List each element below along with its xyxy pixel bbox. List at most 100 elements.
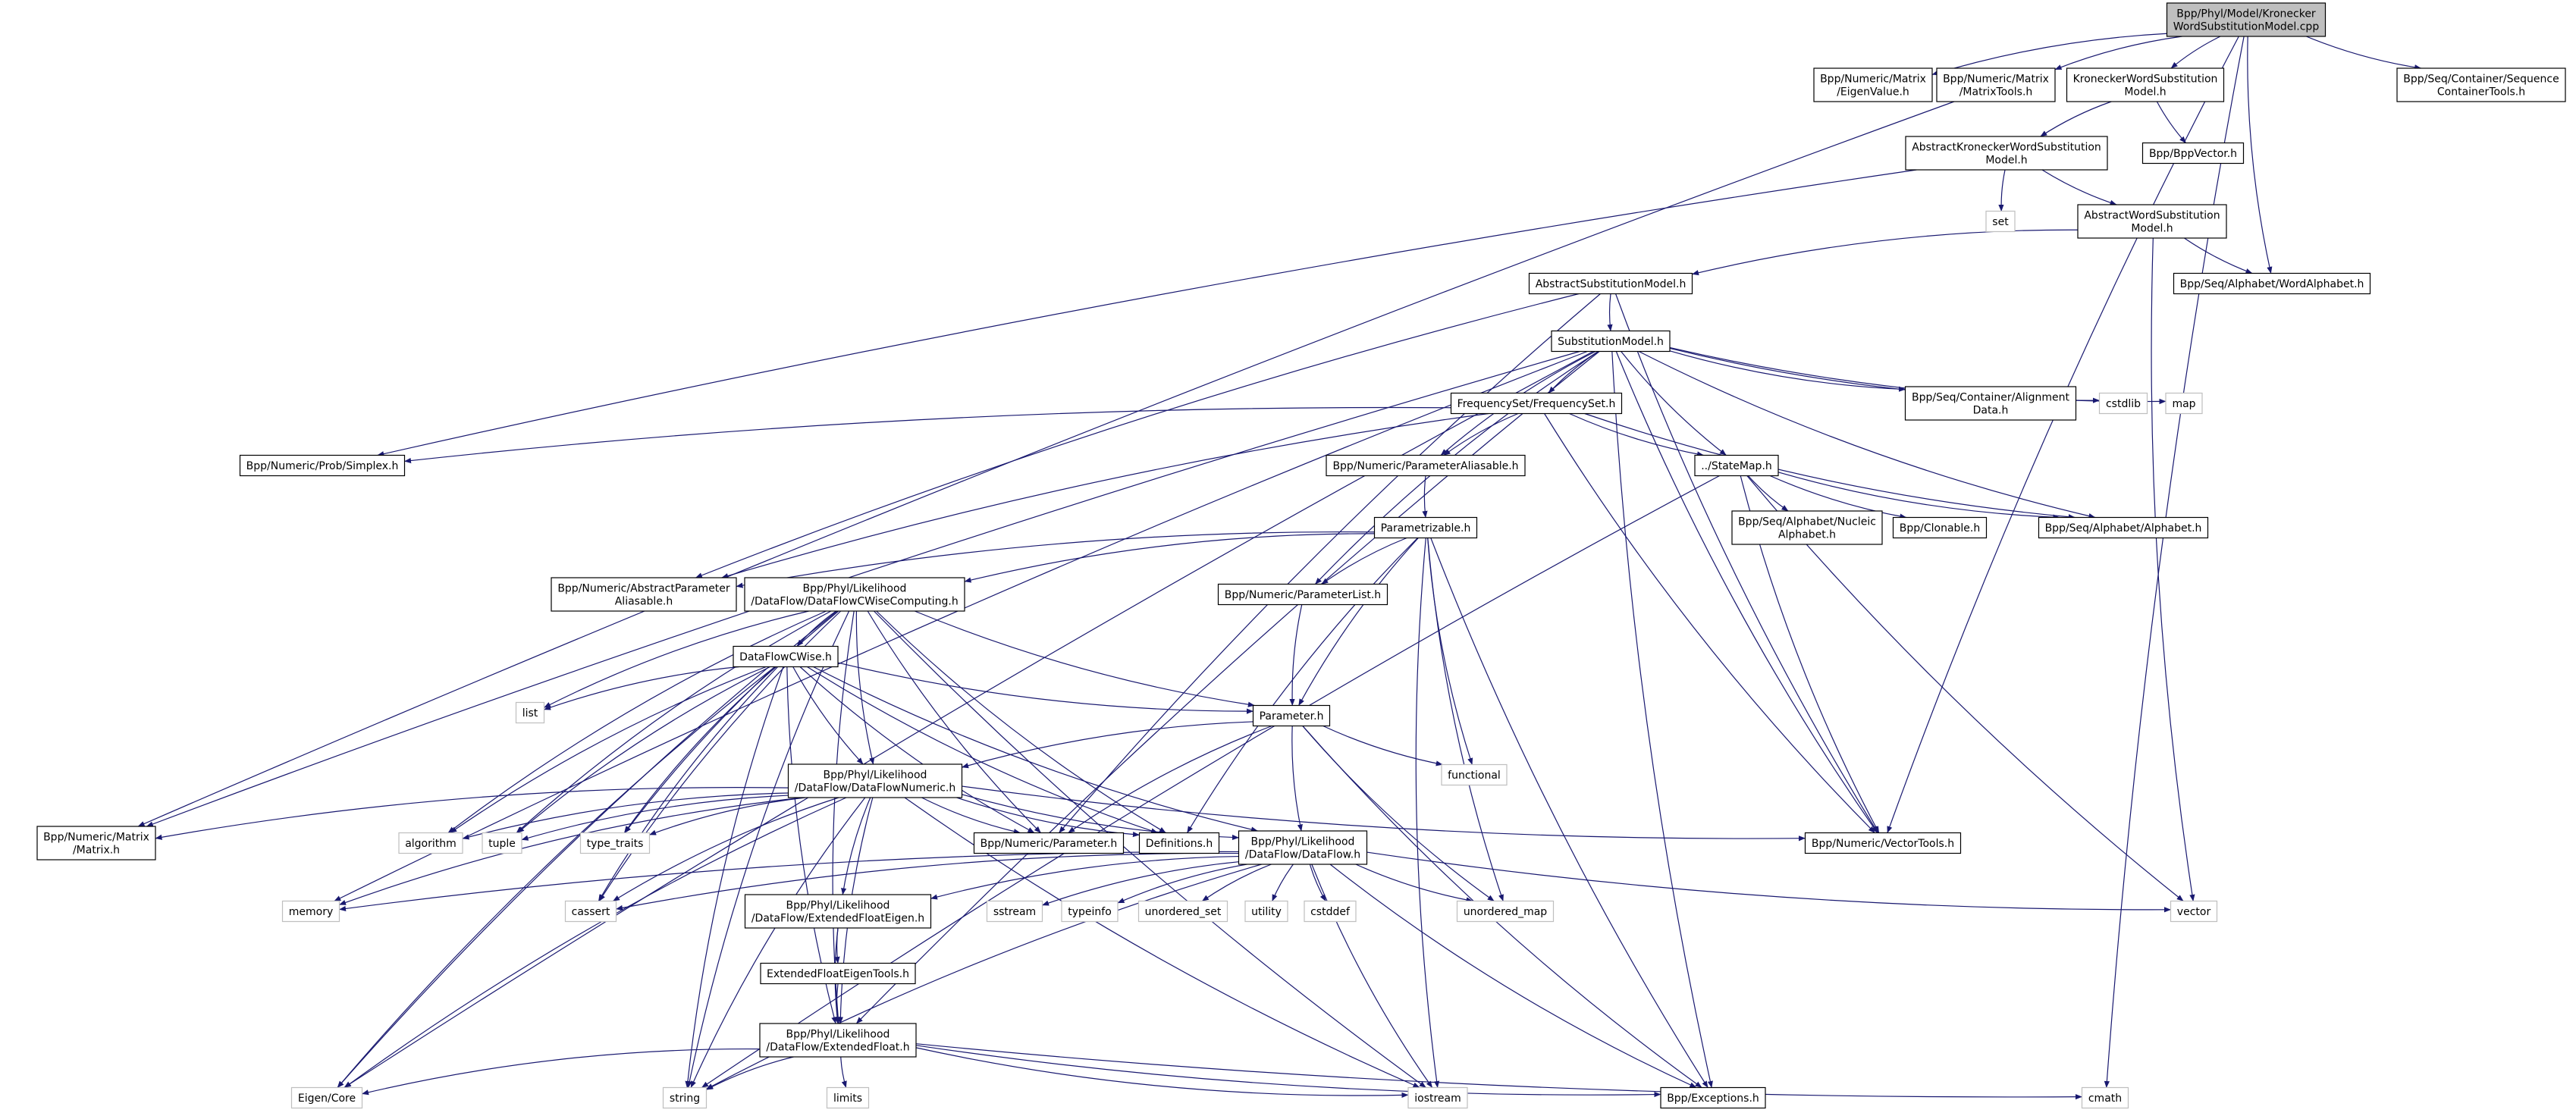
edge-dataflow-to-unorderedset (1202, 864, 1272, 901)
node-functional[interactable]: functional (1441, 763, 1508, 786)
node-label: vector (2177, 906, 2211, 918)
node-typetraits[interactable]: type_traits (579, 832, 651, 854)
edge-root-to-matrixtools (2054, 36, 2182, 71)
node-efeigen[interactable]: Bpp/Phyl/Likelihood/DataFlow/ExtendedFlo… (744, 894, 932, 929)
node-label: Bpp/Numeric/ParameterAliasable.h (1332, 460, 1518, 472)
node-label: /Matrix.h (73, 844, 120, 856)
edge-awsm-to-abssubst (1692, 229, 2079, 276)
edge-substmodel-to-statemap (1621, 351, 1727, 456)
node-string[interactable]: string (662, 1086, 708, 1109)
node-label: Bpp/Numeric/Prob/Simplex.h (246, 460, 399, 472)
node-dfnumeric[interactable]: Bpp/Phyl/Likelihood/DataFlow/DataFlowNum… (787, 763, 963, 798)
node-tuple[interactable]: tuple (482, 832, 522, 854)
node-eigencore[interactable]: Eigen/Core (290, 1086, 363, 1109)
node-box (1450, 392, 1623, 415)
node-algorithm[interactable]: algorithm (398, 832, 463, 854)
node-extfloat[interactable]: Bpp/Phyl/Likelihood/DataFlow/ExtendedFlo… (759, 1023, 917, 1058)
node-wordalphabet[interactable]: Bpp/Seq/Alphabet/WordAlphabet.h (2173, 272, 2371, 295)
node-parameterh[interactable]: Parameter.h (1252, 704, 1331, 727)
node-sstream[interactable]: sstream (986, 900, 1043, 923)
edge-parameterh-to-dataflow (1291, 726, 1303, 832)
node-list[interactable]: list (515, 701, 545, 724)
edge-substmodel-to-vectortools (1615, 351, 1878, 833)
node-label: cstddef (1310, 906, 1351, 918)
node-clonable[interactable]: Bpp/Clonable.h (1892, 516, 1988, 539)
edge-abssubst-to-numparameter (1059, 293, 1601, 833)
node-alphabet[interactable]: Bpp/Seq/Alphabet/Alphabet.h (2038, 516, 2209, 539)
node-parametrizable[interactable]: Parametrizable.h (1373, 516, 1478, 539)
node-unorderedmap[interactable]: unordered_map (1456, 900, 1555, 923)
node-map[interactable]: map (2165, 392, 2203, 415)
node-typeinfo[interactable]: typeinfo (1061, 900, 1119, 923)
node-set[interactable]: set (1985, 210, 2016, 233)
node-substmodel[interactable]: SubstitutionModel.h (1551, 330, 1671, 353)
edge-dfcwise-to-eigencore (337, 666, 776, 1088)
node-matrixtools[interactable]: Bpp/Numeric/Matrix/MatrixTools.h (1936, 67, 2056, 102)
node-label: map (2172, 398, 2195, 410)
edge-dfcwise-to-tuple (517, 666, 770, 833)
node-box (1731, 510, 1883, 545)
node-label: /EigenValue.h (1837, 86, 1909, 98)
node-label: /DataFlow/DataFlowCWiseComputing.h (751, 595, 959, 607)
node-paramlist[interactable]: Bpp/Numeric/ParameterList.h (1217, 583, 1388, 606)
node-efeigentools[interactable]: ExtendedFloatEigenTools.h (760, 962, 916, 985)
node-limits[interactable]: limits (826, 1086, 870, 1109)
node-iostream[interactable]: iostream (1407, 1086, 1468, 1109)
edges-layer (137, 33, 2422, 1100)
node-cassert[interactable]: cassert (564, 900, 617, 923)
node-label: Bpp/Phyl/Model/Kronecker (2176, 8, 2316, 20)
node-matrixh[interactable]: Bpp/Numeric/Matrix/Matrix.h (36, 826, 156, 861)
node-dfcwise[interactable]: DataFlowCWise.h (733, 645, 839, 668)
node-dataflow[interactable]: Bpp/Phyl/Likelihood/DataFlow/DataFlow.h (1238, 830, 1368, 865)
edge-extfloat-to-cmath (915, 1043, 2082, 1100)
node-label: memory (289, 906, 334, 918)
node-unorderedset[interactable]: unordered_set (1137, 900, 1228, 923)
node-freqset[interactable]: FrequencySet/FrequencySet.h (1450, 392, 1623, 415)
edge-substmodel-to-matrixh (146, 350, 1580, 827)
node-vector[interactable]: vector (2170, 900, 2218, 923)
node-box (1528, 272, 1693, 295)
node-label: Model.h (2124, 86, 2166, 98)
node-label: Bpp/Phyl/Likelihood (803, 582, 907, 594)
node-eigenvalue[interactable]: Bpp/Numeric/Matrix/EigenValue.h (1813, 67, 1933, 102)
node-box (2396, 67, 2566, 102)
node-vectortools[interactable]: Bpp/Numeric/VectorTools.h (1804, 832, 1962, 854)
edge-substmodel-to-alphabet (1638, 350, 2096, 519)
node-label: type_traits (587, 838, 644, 850)
node-abssubst[interactable]: AbstractSubstitutionModel.h (1528, 272, 1693, 295)
node-definitions[interactable]: Definitions.h (1138, 832, 1220, 854)
node-bppvector[interactable]: Bpp/BppVector.h (2141, 142, 2245, 165)
node-dfcwisecomputing[interactable]: Bpp/Phyl/Likelihood/DataFlow/DataFlowCWi… (744, 577, 965, 612)
edge-dfcwisecomputing-to-algorithm (447, 610, 827, 833)
edge-abssubst-to-absparamaliasable (695, 293, 1580, 578)
edge-parametrizable-to-paramlist (1321, 537, 1407, 585)
node-root[interactable]: Bpp/Phyl/Model/KroneckerWordSubstitution… (2166, 2, 2327, 37)
node-cstddef[interactable]: cstddef (1304, 900, 1357, 923)
node-box (239, 454, 406, 477)
node-memory[interactable]: memory (281, 900, 340, 923)
node-numparameter[interactable]: Bpp/Numeric/Parameter.h (973, 832, 1125, 854)
node-label: Bpp/Phyl/Likelihood (1251, 835, 1355, 848)
node-simplex[interactable]: Bpp/Numeric/Prob/Simplex.h (239, 454, 406, 477)
edge-awsm-to-wordalphabet (2184, 237, 2253, 274)
node-seqcontainertools[interactable]: Bpp/Seq/Container/SequenceContainerTools… (2396, 67, 2566, 102)
edge-substmodel-to-extfloat (855, 351, 1600, 1024)
node-statemap[interactable]: ../StateMap.h (1694, 454, 1779, 477)
node-label: KroneckerWordSubstitution (2073, 73, 2218, 85)
node-cstdlib[interactable]: cstdlib (2098, 392, 2148, 415)
node-cmath[interactable]: cmath (2081, 1086, 2129, 1109)
node-exceptions[interactable]: Bpp/Exceptions.h (1660, 1086, 1766, 1109)
edge-root-to-wordalphabet (2247, 36, 2273, 274)
node-paramaliasable[interactable]: Bpp/Numeric/ParameterAliasable.h (1326, 454, 1526, 477)
edge-efeigentools-to-extfloat (834, 983, 840, 1024)
node-utility[interactable]: utility (1244, 900, 1288, 923)
node-box (744, 894, 932, 929)
node-label: cstdlib (2106, 398, 2141, 410)
node-label: FrequencySet/FrequencySet.h (1457, 398, 1616, 410)
